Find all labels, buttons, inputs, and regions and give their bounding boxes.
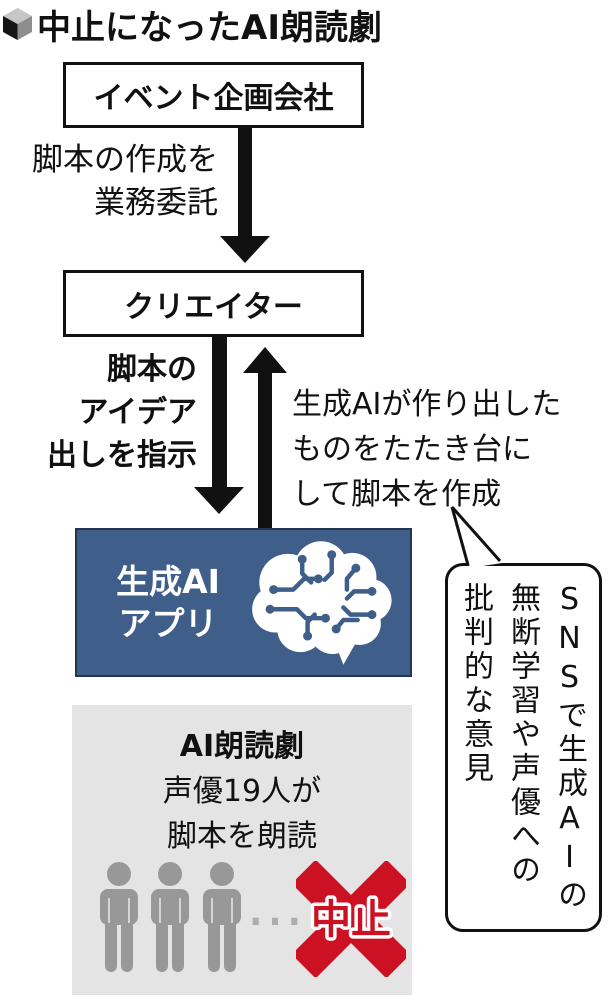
- headline: 中止になったAI朗読劇: [0, 0, 610, 50]
- brain-circuit-icon: [252, 540, 392, 665]
- instruct-label: 脚本の アイデア 出しを指示: [0, 348, 197, 477]
- reading-event-panel: AI朗読劇 声優19人が 脚本を朗読: [72, 705, 412, 995]
- event-desc-line: 声優19人が: [162, 774, 322, 809]
- event-desc-line: 脚本を朗読: [167, 819, 317, 854]
- cancel-stamp-label: 中止: [311, 897, 391, 943]
- person-icon: [100, 862, 138, 972]
- person-icon: [203, 862, 241, 972]
- instruct-arrow-shaft: [212, 335, 227, 487]
- creator-box: クリエイター: [63, 270, 364, 337]
- bubble-tail: [450, 506, 502, 568]
- event-company-label: イベント企画会社: [93, 81, 334, 116]
- commission-label: 脚本の作成を 業務委託: [0, 139, 218, 225]
- bubble-text-column: 無断学習や声優への: [505, 582, 540, 888]
- ai-app-label: 生成AI アプリ: [93, 561, 243, 645]
- instruct-arrow-head: [194, 487, 244, 514]
- event-company-box: イベント企画会社: [63, 62, 364, 128]
- draft-label-line: 生成AIが作り出した: [292, 387, 562, 422]
- instruct-label-line: アイデア: [78, 395, 198, 430]
- criticism-bubble-text: SNSで生成AIの 無断学習や声優への 批判的な意見: [452, 582, 593, 918]
- deliver-arrow-shaft: [258, 372, 272, 528]
- cube-icon: [3, 8, 32, 40]
- headline-text: 中止になったAI朗読劇: [37, 8, 382, 48]
- ellipsis: …: [246, 871, 306, 939]
- bubble-text-column: SNSで生成AIの: [552, 582, 587, 913]
- commission-arrow-shaft: [238, 125, 252, 237]
- deliver-arrow-head: [243, 347, 287, 373]
- instruct-label-line: 出しを指示: [47, 438, 197, 473]
- draft-label-line: して脚本を作成: [292, 477, 502, 512]
- draft-label: 生成AIが作り出した ものをたたき台に して脚本を作成: [292, 382, 610, 517]
- cancel-stamp: 中止: [296, 861, 406, 977]
- person-icon: [151, 862, 189, 972]
- creator-label: クリエイター: [124, 289, 303, 325]
- commission-arrow-head: [220, 236, 270, 263]
- draft-label-line: ものをたたき台に: [292, 432, 532, 467]
- commission-label-line: 脚本の作成を: [32, 142, 218, 178]
- criticism-bubble: SNSで生成AIの 無断学習や声優への 批判的な意見: [445, 563, 602, 932]
- event-title: AI朗読劇: [179, 729, 305, 764]
- commission-label-line: 業務委託: [94, 185, 218, 221]
- ai-app-label-line: アプリ: [118, 603, 218, 643]
- instruct-label-line: 脚本の: [107, 352, 197, 387]
- ai-app-label-line: 生成AI: [116, 561, 220, 601]
- x-mark-icon: [296, 861, 406, 977]
- ai-app-box: 生成AI アプリ: [75, 528, 412, 677]
- bubble-text-column: 批判的な意見: [458, 582, 493, 786]
